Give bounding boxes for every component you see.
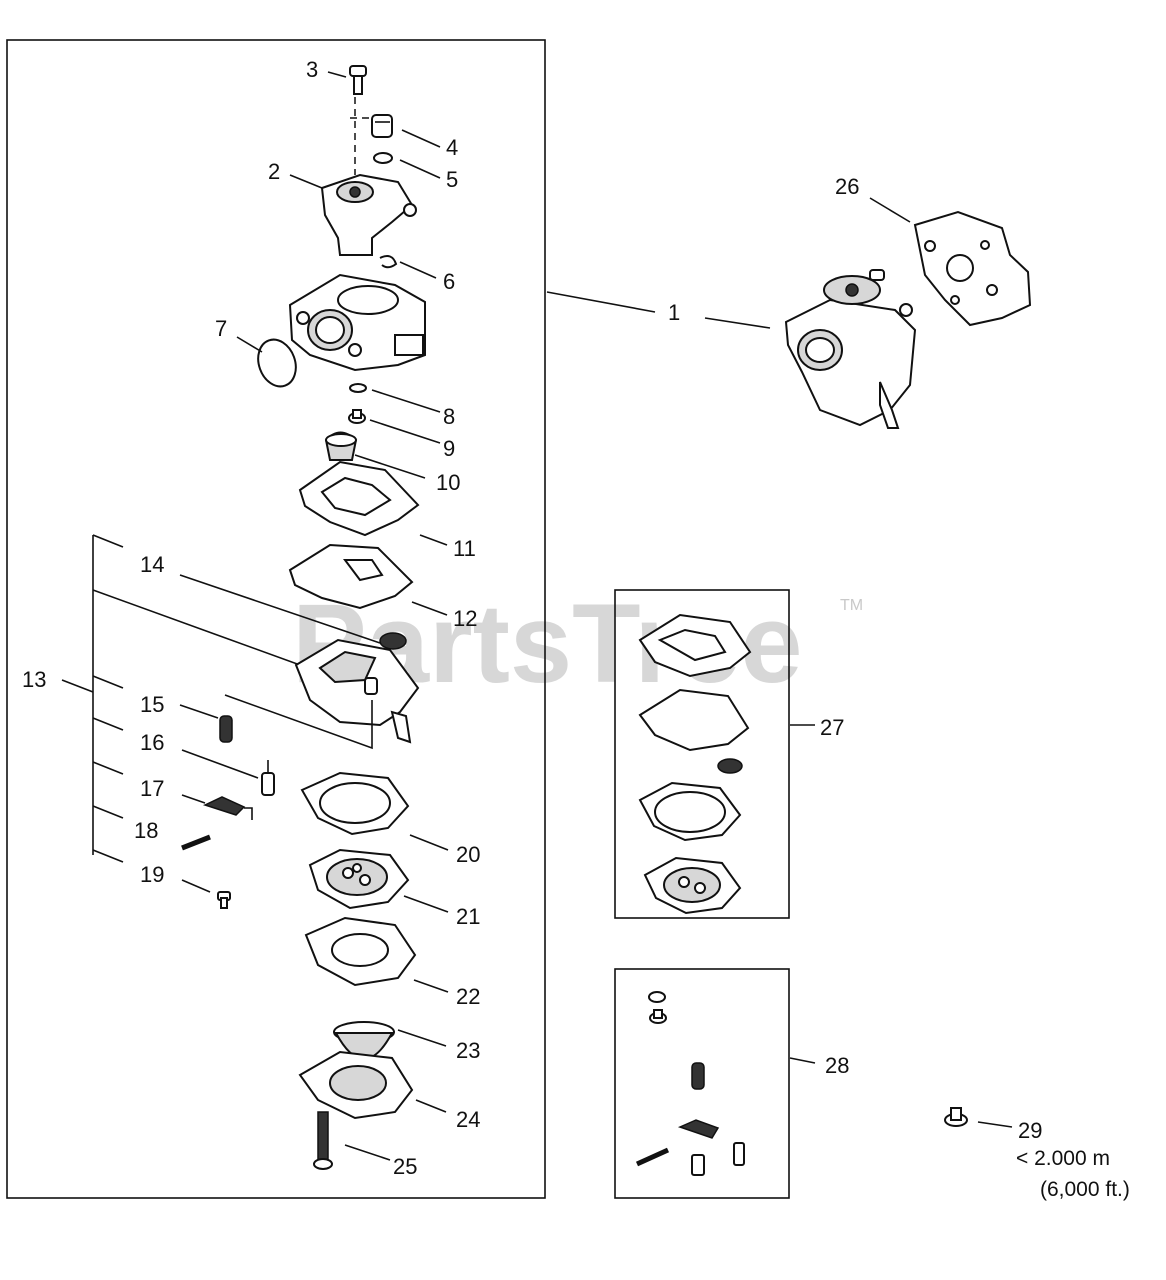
callout-4: 4 (446, 135, 458, 160)
callout-10: 10 (436, 470, 460, 495)
callout-13: 13 (22, 667, 46, 692)
cap-part-10 (324, 431, 358, 461)
kit-27-frame (614, 589, 790, 919)
callout-17: 17 (140, 776, 164, 801)
bulb-cover-part-24 (298, 1050, 414, 1120)
callout-labels: 3 4 5 2 6 1 7 8 9 10 11 12 14 13 15 16 1… (22, 57, 1130, 1201)
diaphragm-gasket-part-11 (298, 460, 420, 537)
callout-21: 21 (456, 904, 480, 929)
callout-6: 6 (443, 269, 455, 294)
callout-29: 29 (1018, 1118, 1042, 1143)
assembled-carburetor-part-1 (784, 269, 917, 429)
spring-part-15 (219, 715, 233, 743)
needle-part-9 (348, 409, 366, 424)
callout-27: 27 (820, 715, 844, 740)
kit-27-parts (638, 613, 752, 915)
pin-part-18 (181, 834, 211, 851)
callout-8: 8 (443, 404, 455, 429)
watermark-trademark: TM (840, 597, 863, 614)
callout-15: 15 (140, 692, 164, 717)
main-parts-frame (6, 39, 546, 1199)
adjusting-screw-part-4 (371, 114, 393, 138)
washer-part-8 (349, 383, 367, 393)
callout-25: 25 (393, 1154, 417, 1179)
callout-28: 28 (825, 1053, 849, 1078)
item-13-bracket (61, 534, 301, 863)
callout-2: 2 (268, 159, 280, 184)
pump-body-part-13 (224, 638, 420, 750)
screen-part-14 (379, 632, 407, 650)
clip-part-6 (379, 255, 398, 269)
lever-part-17 (202, 796, 253, 820)
callout-20: 20 (456, 842, 480, 867)
callout-1: 1 (668, 300, 680, 325)
primer-bulb-part-23 (333, 1021, 395, 1060)
altitude-note-feet: (6,000 ft.) (1040, 1178, 1130, 1201)
kit-28-frame (614, 968, 790, 1199)
callout-23: 23 (456, 1038, 480, 1063)
callout-26: 26 (835, 174, 859, 199)
callout-5: 5 (446, 167, 458, 192)
callout-9: 9 (443, 436, 455, 461)
diaphragm-part-12 (288, 543, 414, 610)
callout-19: 19 (140, 862, 164, 887)
washer-part-5 (373, 152, 393, 164)
callout-24: 24 (456, 1107, 480, 1132)
kit-28-parts (635, 991, 745, 1176)
callout-14: 14 (140, 552, 164, 577)
diaphragm-part-21 (308, 848, 410, 910)
callout-18: 18 (134, 818, 158, 843)
altitude-note: < 2.000 m (1016, 1147, 1110, 1170)
callout-3: 3 (306, 57, 318, 82)
gasket-part-20 (300, 771, 410, 836)
screw-part-3 (349, 65, 367, 95)
inlet-needle-part-16 (261, 760, 275, 796)
gasket-part-7 (257, 338, 297, 388)
cover-plate-part-22 (304, 916, 417, 987)
callout-7: 7 (215, 316, 227, 341)
long-screw-part-25 (313, 1111, 333, 1170)
screw-part-19 (217, 891, 231, 909)
callout-12: 12 (453, 606, 477, 631)
carburetor-body (288, 273, 426, 372)
leader-lines (179, 71, 1013, 1161)
throttle-body-part-2 (320, 173, 417, 256)
callout-22: 22 (456, 984, 480, 1009)
screw-part-29 (944, 1107, 968, 1127)
callout-16: 16 (140, 730, 164, 755)
gasket-part-26 (913, 210, 1032, 327)
callout-11: 11 (453, 536, 476, 561)
